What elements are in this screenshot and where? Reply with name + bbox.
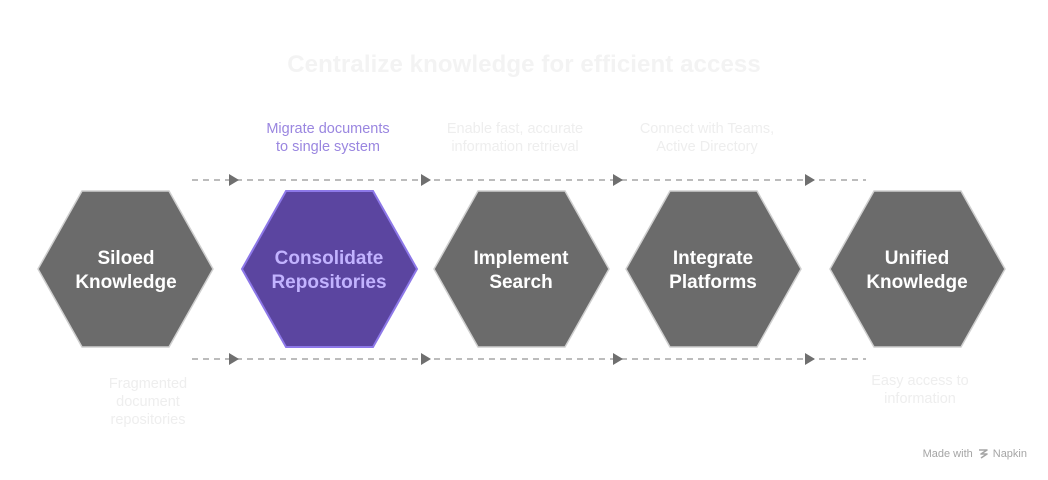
step-label-line-2: Knowledge — [866, 272, 968, 293]
step-label-line-1: Siloed — [97, 248, 155, 269]
step-consolidate-repositories-label: Consolidate Repositories — [254, 247, 404, 295]
note-integrate: Connect with Teams, Active Directory — [607, 120, 807, 156]
made-with-text: Made with — [922, 448, 973, 460]
note-start-state: Fragmented document repositories — [48, 375, 248, 429]
note-integrate-line-2: Active Directory — [656, 139, 758, 155]
hexagon-siloed-knowledge — [37, 190, 214, 348]
step-label-line-1: Consolidate — [274, 248, 384, 269]
arrow-head — [805, 353, 815, 365]
napkin-brand-text: Napkin — [992, 448, 1027, 460]
step-label-line-1: Unified — [884, 248, 950, 269]
step-implement-search-label: Implement Search — [446, 247, 596, 295]
arrow-head — [613, 174, 623, 186]
arrow-head — [421, 174, 431, 186]
note-start-line-3: repositories — [110, 412, 186, 428]
note-end-line-1: Easy access to — [871, 373, 969, 389]
made-with-napkin: Made with Napkin — [923, 448, 1027, 460]
note-search-line-2: information retrieval — [451, 139, 579, 155]
diagram-title: Centralize knowledge for efficient acces… — [287, 51, 761, 78]
note-end-line-2: information — [884, 391, 956, 407]
arrow-head — [229, 353, 239, 365]
hexagon-integrate-platforms — [625, 190, 802, 348]
hexagon-consolidate-repositories — [240, 190, 419, 348]
step-label-line-2: Search — [489, 272, 553, 293]
top-connector — [192, 174, 866, 186]
note-start-line-1: Fragmented — [108, 376, 188, 392]
arrow-head — [613, 353, 623, 365]
note-consolidate-line-1: Migrate documents — [266, 121, 390, 137]
step-label-line-1: Implement — [473, 248, 569, 269]
hexagon-unified-knowledge — [829, 190, 1006, 348]
step-label-line-1: Integrate — [672, 248, 754, 269]
arrow-head — [229, 174, 239, 186]
step-label-line-2: Knowledge — [75, 272, 177, 293]
bottom-connector — [192, 353, 866, 365]
note-end-state: Easy access to information — [820, 372, 1020, 408]
step-siloed-knowledge-label: Siloed Knowledge — [51, 247, 201, 295]
note-search-line-1: Enable fast, accurate — [446, 121, 584, 137]
step-label-line-2: Repositories — [271, 272, 387, 293]
note-start-line-2: document — [116, 394, 180, 410]
step-label-line-2: Platforms — [669, 272, 757, 293]
arrow-head — [805, 174, 815, 186]
step-unified-knowledge-label: Unified Knowledge — [842, 247, 992, 295]
napkin-logo-icon — [978, 449, 988, 459]
hexagon-implement-search — [433, 190, 610, 348]
arrow-head — [421, 353, 431, 365]
note-consolidate: Migrate documents to single system — [228, 120, 428, 156]
step-integrate-platforms-label: Integrate Platforms — [638, 247, 788, 295]
note-search: Enable fast, accurate information retrie… — [415, 120, 615, 156]
note-integrate-line-1: Connect with Teams, — [639, 121, 775, 137]
note-consolidate-line-2: to single system — [276, 139, 380, 155]
